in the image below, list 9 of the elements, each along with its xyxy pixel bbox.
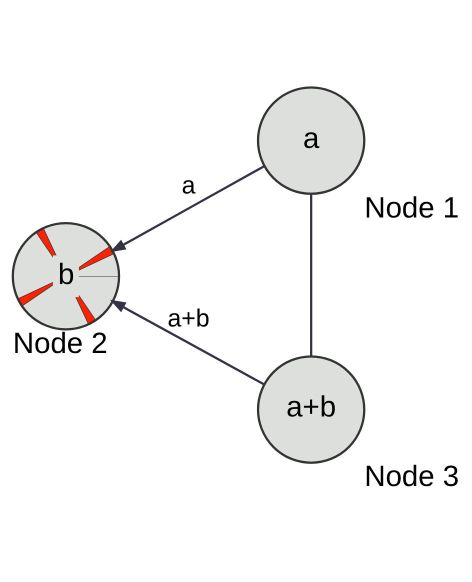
node-circle: a bbox=[256, 86, 366, 194]
connector bbox=[310, 194, 312, 356]
edge-label: a bbox=[182, 170, 196, 199]
node-label: Node 3 bbox=[364, 460, 460, 493]
node-circle: a+b bbox=[256, 354, 366, 464]
arrow bbox=[110, 299, 265, 385]
node-label: Node 1 bbox=[364, 190, 460, 224]
arrow bbox=[110, 164, 265, 252]
edge-label: a+b bbox=[167, 304, 210, 332]
